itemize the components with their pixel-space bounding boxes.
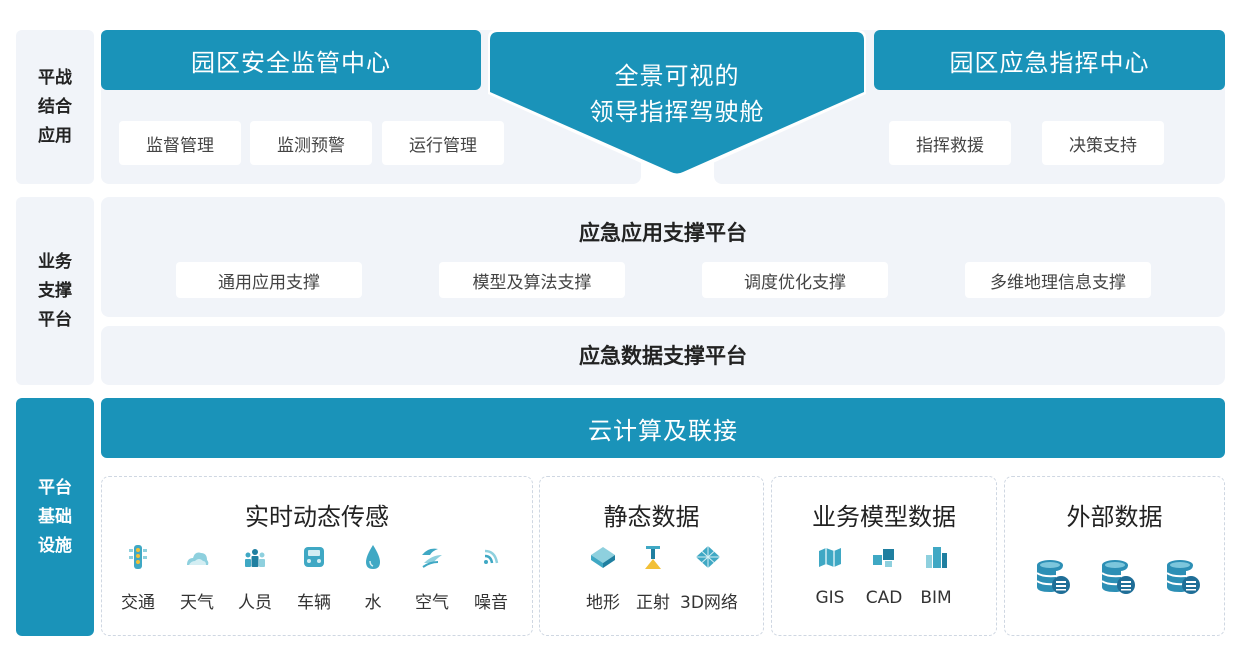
emergency-center-title: 园区应急指挥中心 xyxy=(874,30,1225,90)
cad-blocks-icon xyxy=(873,549,894,567)
item-bim[interactable]: BIM xyxy=(908,543,964,608)
car-icon xyxy=(304,547,324,567)
cockpit-line-2: 领导指挥驾驶舱 xyxy=(589,98,765,126)
chip-operation[interactable]: 运行管理 xyxy=(382,121,504,165)
app-support-title: 应急应用支撑平台 xyxy=(579,221,747,245)
chip-command-rescue-label: 指挥救援 xyxy=(916,135,984,156)
item-terrain-label: 地形 xyxy=(586,593,620,613)
row-label-business-platform: 业务支撑平台 xyxy=(16,197,94,385)
cloud-bar: 云计算及联接 xyxy=(101,398,1225,458)
chip-dispatch-optimize-label: 调度优化支撑 xyxy=(744,272,846,293)
chip-general-app-label: 通用应用支撑 xyxy=(218,272,320,293)
traffic-light-icon xyxy=(129,545,147,569)
item-traffic[interactable]: 交通 xyxy=(110,543,166,613)
row-label-infrastructure-text: 平台基础设施 xyxy=(38,477,72,556)
item-ortho-label: 正射 xyxy=(636,593,670,613)
chip-model-algorithm[interactable]: 模型及算法支撑 xyxy=(439,262,625,298)
chip-geo-info-label: 多维地理信息支撑 xyxy=(990,272,1126,293)
chip-monitor-warning[interactable]: 监测预警 xyxy=(250,121,372,165)
chip-monitor-warning-label: 监测预警 xyxy=(277,135,345,156)
item-bim-label: BIM xyxy=(920,588,952,608)
water-drop-icon xyxy=(366,545,380,569)
chip-geo-info[interactable]: 多维地理信息支撑 xyxy=(965,262,1151,298)
safety-center-title: 园区安全监管中心 xyxy=(101,30,481,90)
item-air[interactable]: 空气 xyxy=(404,543,460,613)
cockpit-line-1: 全景可视的 xyxy=(614,62,740,90)
gis-map-icon xyxy=(819,548,841,567)
app-support-panel xyxy=(101,197,1225,317)
item-cad-label: CAD xyxy=(865,588,903,608)
item-air-label: 空气 xyxy=(415,593,449,613)
chip-general-app[interactable]: 通用应用支撑 xyxy=(176,262,362,298)
data-support-panel xyxy=(101,326,1225,385)
database-icon[interactable] xyxy=(1164,557,1202,597)
database-icon[interactable] xyxy=(1034,557,1072,597)
item-weather-label: 天气 xyxy=(180,593,214,613)
chip-supervision[interactable]: 监督管理 xyxy=(119,121,241,165)
chip-dispatch-optimize[interactable]: 调度优化支撑 xyxy=(702,262,888,298)
chip-decision-support-label: 决策支持 xyxy=(1069,135,1137,156)
group-realtime-title: 实时动态传感 xyxy=(245,503,389,531)
chip-operation-label: 运行管理 xyxy=(409,135,477,156)
row-label-infrastructure: 平台基础设施 xyxy=(16,398,94,636)
row-label-application-text: 平战结合应用 xyxy=(38,67,72,146)
cloud-icon xyxy=(187,552,209,565)
item-cad[interactable]: CAD xyxy=(856,543,912,608)
people-icon xyxy=(245,549,265,567)
item-people-label: 人员 xyxy=(238,593,272,613)
cloud-bar-text: 云计算及联接 xyxy=(588,416,738,445)
cockpit-chevron xyxy=(488,30,866,178)
item-3d-network-label: 3D网络 xyxy=(680,593,738,613)
wind-icon xyxy=(422,548,442,568)
item-gis[interactable]: GIS xyxy=(802,543,858,608)
group-business-model-title: 业务模型数据 xyxy=(812,503,956,531)
chip-model-algorithm-label: 模型及算法支撑 xyxy=(472,272,592,293)
sound-wave-icon xyxy=(484,549,499,564)
item-noise-label: 噪音 xyxy=(474,593,508,613)
chip-command-rescue[interactable]: 指挥救援 xyxy=(889,121,1011,165)
chip-supervision-label: 监督管理 xyxy=(146,135,214,156)
item-noise[interactable]: 噪音 xyxy=(463,543,519,613)
item-vehicle-label: 车辆 xyxy=(297,593,331,613)
item-water[interactable]: 水 xyxy=(345,543,401,613)
terrain-icon xyxy=(591,547,615,568)
item-terrain[interactable]: 地形 xyxy=(575,543,631,613)
group-external-title: 外部数据 xyxy=(1066,503,1163,531)
item-traffic-label: 交通 xyxy=(121,593,155,613)
item-people[interactable]: 人员 xyxy=(227,543,283,613)
item-water-label: 水 xyxy=(364,593,382,613)
3d-network-icon xyxy=(696,546,720,568)
item-vehicle[interactable]: 车辆 xyxy=(286,543,342,613)
item-gis-label: GIS xyxy=(815,588,845,608)
item-ortho[interactable]: 正射 xyxy=(625,543,681,613)
safety-center-title-text: 园区安全监管中心 xyxy=(191,48,391,77)
group-external-box xyxy=(1004,476,1225,636)
emergency-center-title-text: 园区应急指挥中心 xyxy=(949,48,1150,77)
bim-building-icon xyxy=(926,547,947,568)
chip-decision-support[interactable]: 决策支持 xyxy=(1042,121,1164,165)
row-label-business-platform-text: 业务支撑平台 xyxy=(38,251,72,330)
data-support-title: 应急数据支撑平台 xyxy=(579,344,747,368)
orthophoto-icon xyxy=(645,546,661,569)
database-icon[interactable] xyxy=(1099,557,1137,597)
item-weather[interactable]: 天气 xyxy=(169,543,225,613)
row-label-application: 平战结合应用 xyxy=(16,30,94,184)
group-static-title: 静态数据 xyxy=(603,503,700,531)
item-3d-network[interactable]: 3D网络 xyxy=(680,543,738,613)
